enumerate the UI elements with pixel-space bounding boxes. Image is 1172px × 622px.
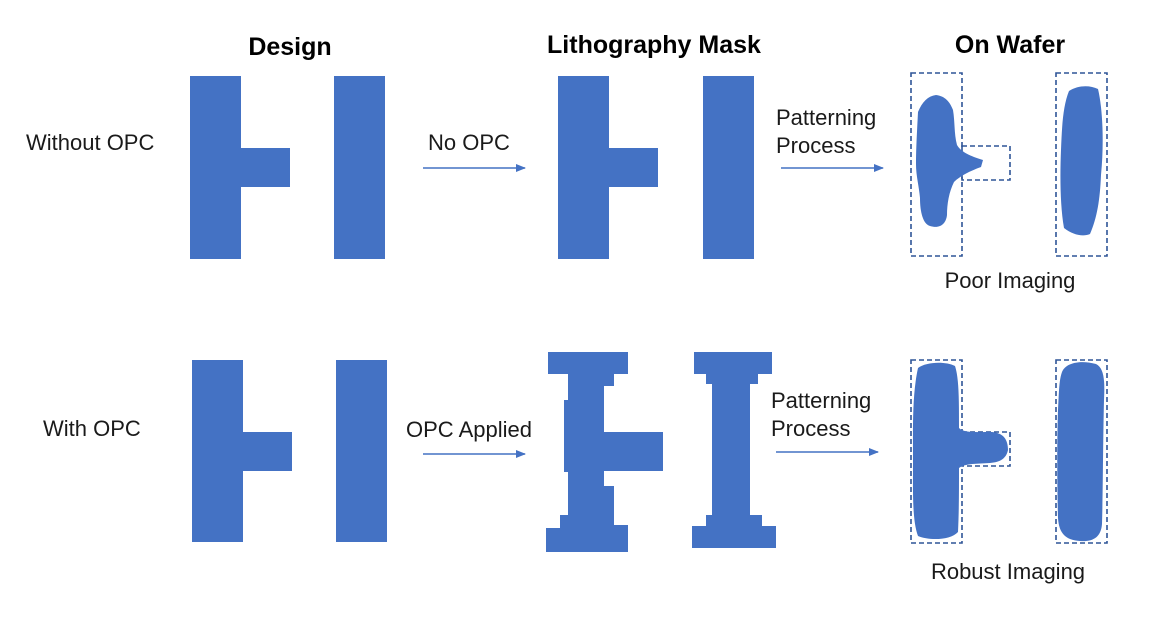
caption-poor-imaging: Poor Imaging: [945, 268, 1076, 293]
wafer-distorted-t-shape: [916, 95, 983, 227]
arrow-label-patterning: Patterning: [771, 388, 871, 413]
column-title-mask: Lithography Mask: [547, 31, 761, 59]
wafer-bar-shape: [1057, 362, 1105, 542]
wafer-bar-shape: [1060, 86, 1103, 236]
mask-t-shape: [558, 76, 658, 259]
row-with-opc: With OPC OPC Applied Patterning Process …: [43, 352, 1108, 584]
column-title-wafer: On Wafer: [955, 31, 1065, 59]
row-label-with-opc: With OPC: [43, 416, 141, 441]
target-outline-bar: [1055, 72, 1108, 257]
mask-bar-shape: [703, 76, 754, 259]
arrow-label-opc-applied: OPC Applied: [406, 417, 532, 442]
target-outline-t-vertical: [910, 359, 963, 544]
design-t-shape: [190, 76, 290, 259]
target-outline-t-vertical: [910, 72, 963, 257]
design-bar-shape: [336, 360, 387, 542]
caption-robust-imaging: Robust Imaging: [931, 559, 1085, 584]
target-outline-bar: [1055, 359, 1108, 544]
column-title-design: Design: [248, 33, 331, 61]
arrow-label-patterning: Patterning: [776, 105, 876, 130]
row-label-without-opc: Without OPC: [26, 130, 154, 155]
mask-opc-t-shape: [546, 352, 663, 552]
wafer-robust-t-shape: [912, 362, 1008, 540]
design-bar-shape: [334, 76, 385, 259]
arrow-label-process: Process: [771, 416, 850, 441]
arrow-label-no-opc: No OPC: [428, 130, 510, 155]
row-without-opc: Without OPC No OPC Patterning Process Po…: [26, 72, 1108, 293]
mask-opc-bar-shape: [692, 352, 776, 548]
arrow-label-process: Process: [776, 133, 855, 158]
design-t-shape: [192, 360, 292, 542]
